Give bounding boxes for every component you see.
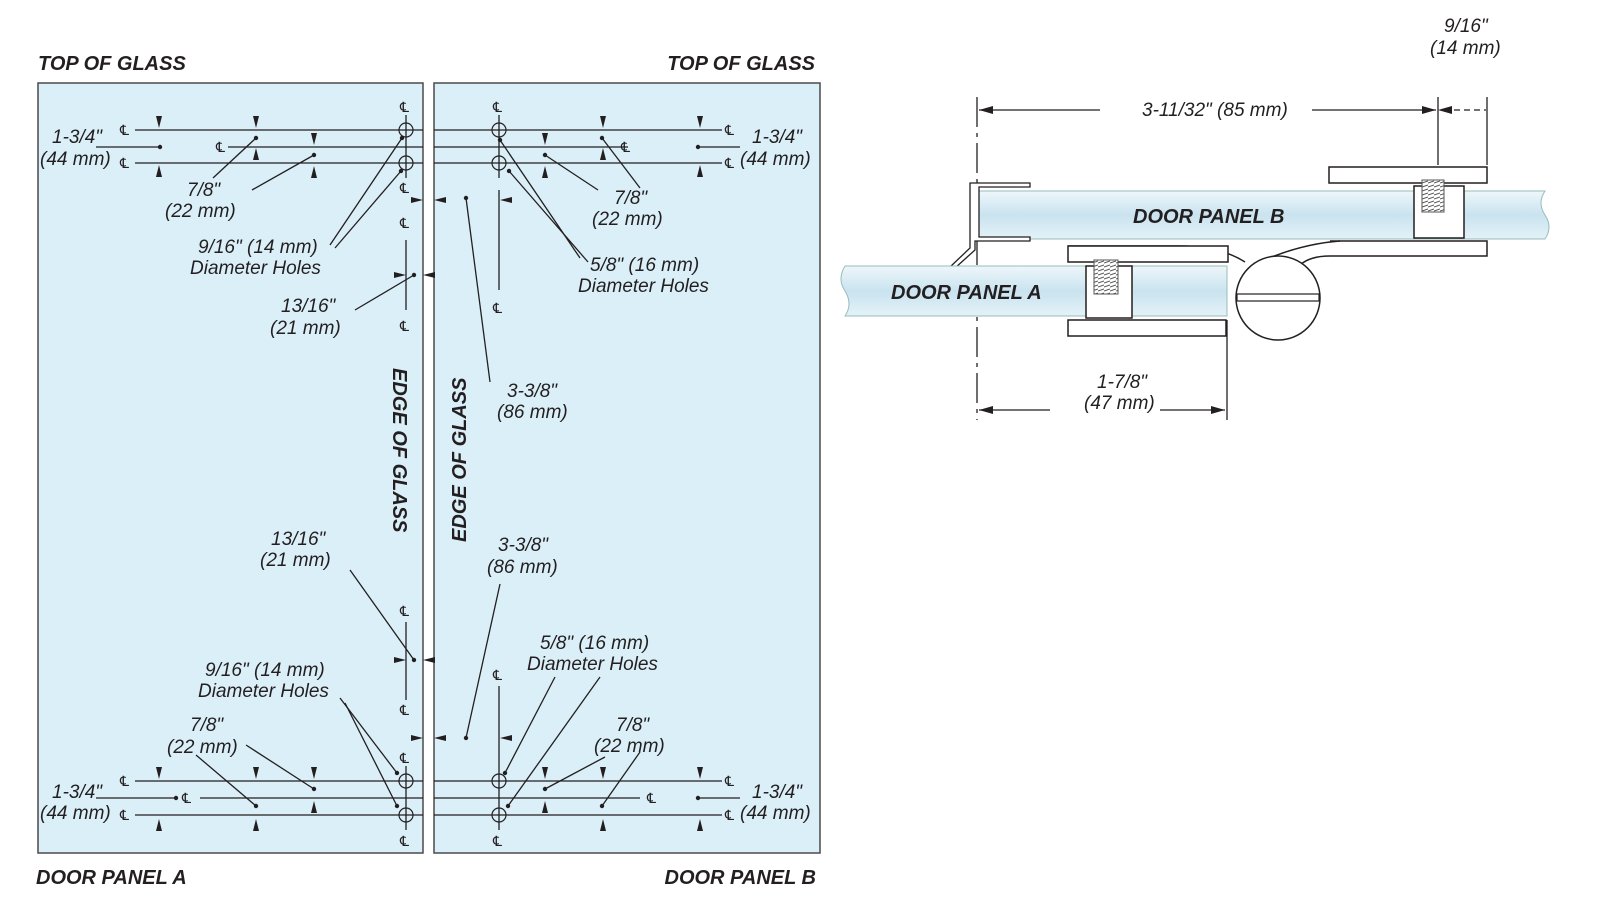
svg-text:(22 mm): (22 mm) <box>167 737 238 758</box>
svg-text:(21 mm): (21 mm) <box>270 318 341 339</box>
dim-top-mm: (14 mm) <box>1430 38 1501 59</box>
top-of-glass-right: TOP OF GLASS <box>667 53 815 75</box>
svg-text:5/8" (16 mm): 5/8" (16 mm) <box>590 255 699 276</box>
hole-b-top-1 <box>491 122 507 138</box>
svg-text:℄: ℄ <box>399 319 409 335</box>
svg-text:13/16": 13/16" <box>281 296 337 317</box>
door-panel-a-label: DOOR PANEL A <box>36 867 187 889</box>
hole-b-bottom-2 <box>491 807 507 823</box>
svg-text:℄: ℄ <box>492 100 502 116</box>
svg-text:1-3/4": 1-3/4" <box>752 127 803 148</box>
svg-text:℄: ℄ <box>492 834 502 850</box>
hole-a-top-2 <box>398 155 414 171</box>
door-panel-a <box>37 82 424 854</box>
svg-text:℄: ℄ <box>181 791 191 807</box>
svg-text:(22 mm): (22 mm) <box>592 209 663 230</box>
hole-a-top-1 <box>398 122 414 138</box>
svg-text:13/16": 13/16" <box>271 529 327 550</box>
svg-text:℄: ℄ <box>620 140 630 156</box>
hole-a-bottom-1 <box>398 773 414 789</box>
svg-text:℄: ℄ <box>119 123 129 139</box>
svg-text:Diameter Holes: Diameter Holes <box>527 654 658 675</box>
svg-text:℄: ℄ <box>119 156 129 172</box>
svg-text:℄: ℄ <box>119 774 129 790</box>
dim-top-in: 9/16" <box>1444 16 1489 37</box>
svg-text:℄: ℄ <box>724 774 734 790</box>
edge-of-glass-right: EDGE OF GLASS <box>449 377 471 542</box>
svg-text:℄: ℄ <box>399 216 409 232</box>
bottom-dimension-lines <box>96 569 740 831</box>
svg-text:1-3/4": 1-3/4" <box>52 127 103 148</box>
svg-text:7/8": 7/8" <box>614 188 648 209</box>
top-of-glass-left: TOP OF GLASS <box>38 53 186 75</box>
hole-a-bottom-2 <box>398 807 414 823</box>
svg-text:(86 mm): (86 mm) <box>487 557 558 578</box>
svg-text:℄: ℄ <box>399 604 409 620</box>
svg-text:℄: ℄ <box>724 156 734 172</box>
svg-text:(44 mm): (44 mm) <box>740 149 811 170</box>
svg-text:Diameter Holes: Diameter Holes <box>578 276 709 297</box>
svg-text:(86 mm): (86 mm) <box>497 402 568 423</box>
svg-text:7/8": 7/8" <box>187 180 221 201</box>
svg-text:℄: ℄ <box>492 301 502 317</box>
dim-bottom-mm: (47 mm) <box>1084 393 1155 414</box>
dim-width: 3-11/32" (85 mm) <box>1142 100 1288 121</box>
svg-text:℄: ℄ <box>399 834 409 850</box>
edge-of-glass-left: EDGE OF GLASS <box>388 368 410 533</box>
svg-text:7/8": 7/8" <box>190 715 224 736</box>
svg-text:℄: ℄ <box>119 808 129 824</box>
svg-text:℄: ℄ <box>215 140 225 156</box>
svg-text:(21 mm): (21 mm) <box>260 550 331 571</box>
top-dimension-lines <box>96 115 740 383</box>
svg-text:9/16" (14 mm): 9/16" (14 mm) <box>205 660 325 681</box>
hole-b-bottom-1 <box>491 773 507 789</box>
svg-text:(44 mm): (44 mm) <box>40 803 111 824</box>
dimension-labels: 1-3/4"(44 mm) 7/8"(22 mm) 9/16" (14 mm)D… <box>40 127 811 824</box>
section-door-panel-b: DOOR PANEL B <box>1133 206 1285 228</box>
svg-text:7/8": 7/8" <box>616 715 650 736</box>
centerline-symbols: ℄ ℄ ℄ ℄ ℄ ℄ ℄ ℄ ℄ ℄ ℄ ℄ ℄ ℄ ℄ ℄ ℄ ℄ ℄ ℄ ℄ ℄ ℄ ℄ <box>119 100 734 850</box>
svg-text:℄: ℄ <box>646 791 656 807</box>
svg-text:(22 mm): (22 mm) <box>165 201 236 222</box>
svg-text:1-3/4": 1-3/4" <box>52 782 103 803</box>
section-door-panel-a: DOOR PANEL A <box>891 282 1042 304</box>
svg-text:3-3/8": 3-3/8" <box>507 381 558 402</box>
svg-text:℄: ℄ <box>724 123 734 139</box>
hole-b-top-2 <box>491 155 507 171</box>
svg-text:℄: ℄ <box>399 751 409 767</box>
svg-text:Diameter Holes: Diameter Holes <box>190 258 321 279</box>
svg-text:(44 mm): (44 mm) <box>740 803 811 824</box>
hinge-section-view: 3-11/32" (85 mm) 9/16" (14 mm) 1-7/8" (4… <box>840 16 1550 420</box>
svg-text:9/16" (14 mm): 9/16" (14 mm) <box>198 237 318 258</box>
dim-bottom-in: 1-7/8" <box>1097 372 1148 393</box>
door-panel-b-label: DOOR PANEL B <box>665 867 817 889</box>
svg-text:5/8" (16 mm): 5/8" (16 mm) <box>540 633 649 654</box>
svg-text:℄: ℄ <box>492 668 502 684</box>
svg-text:℄: ℄ <box>399 100 409 116</box>
svg-text:3-3/8": 3-3/8" <box>498 535 549 556</box>
svg-text:(44 mm): (44 mm) <box>40 149 111 170</box>
svg-text:1-3/4": 1-3/4" <box>752 782 803 803</box>
svg-text:℄: ℄ <box>724 808 734 824</box>
svg-text:(22 mm): (22 mm) <box>594 736 665 757</box>
svg-text:℄: ℄ <box>399 703 409 719</box>
svg-text:℄: ℄ <box>399 181 409 197</box>
svg-text:Diameter Holes: Diameter Holes <box>198 681 329 702</box>
door-panel-b <box>433 82 821 854</box>
